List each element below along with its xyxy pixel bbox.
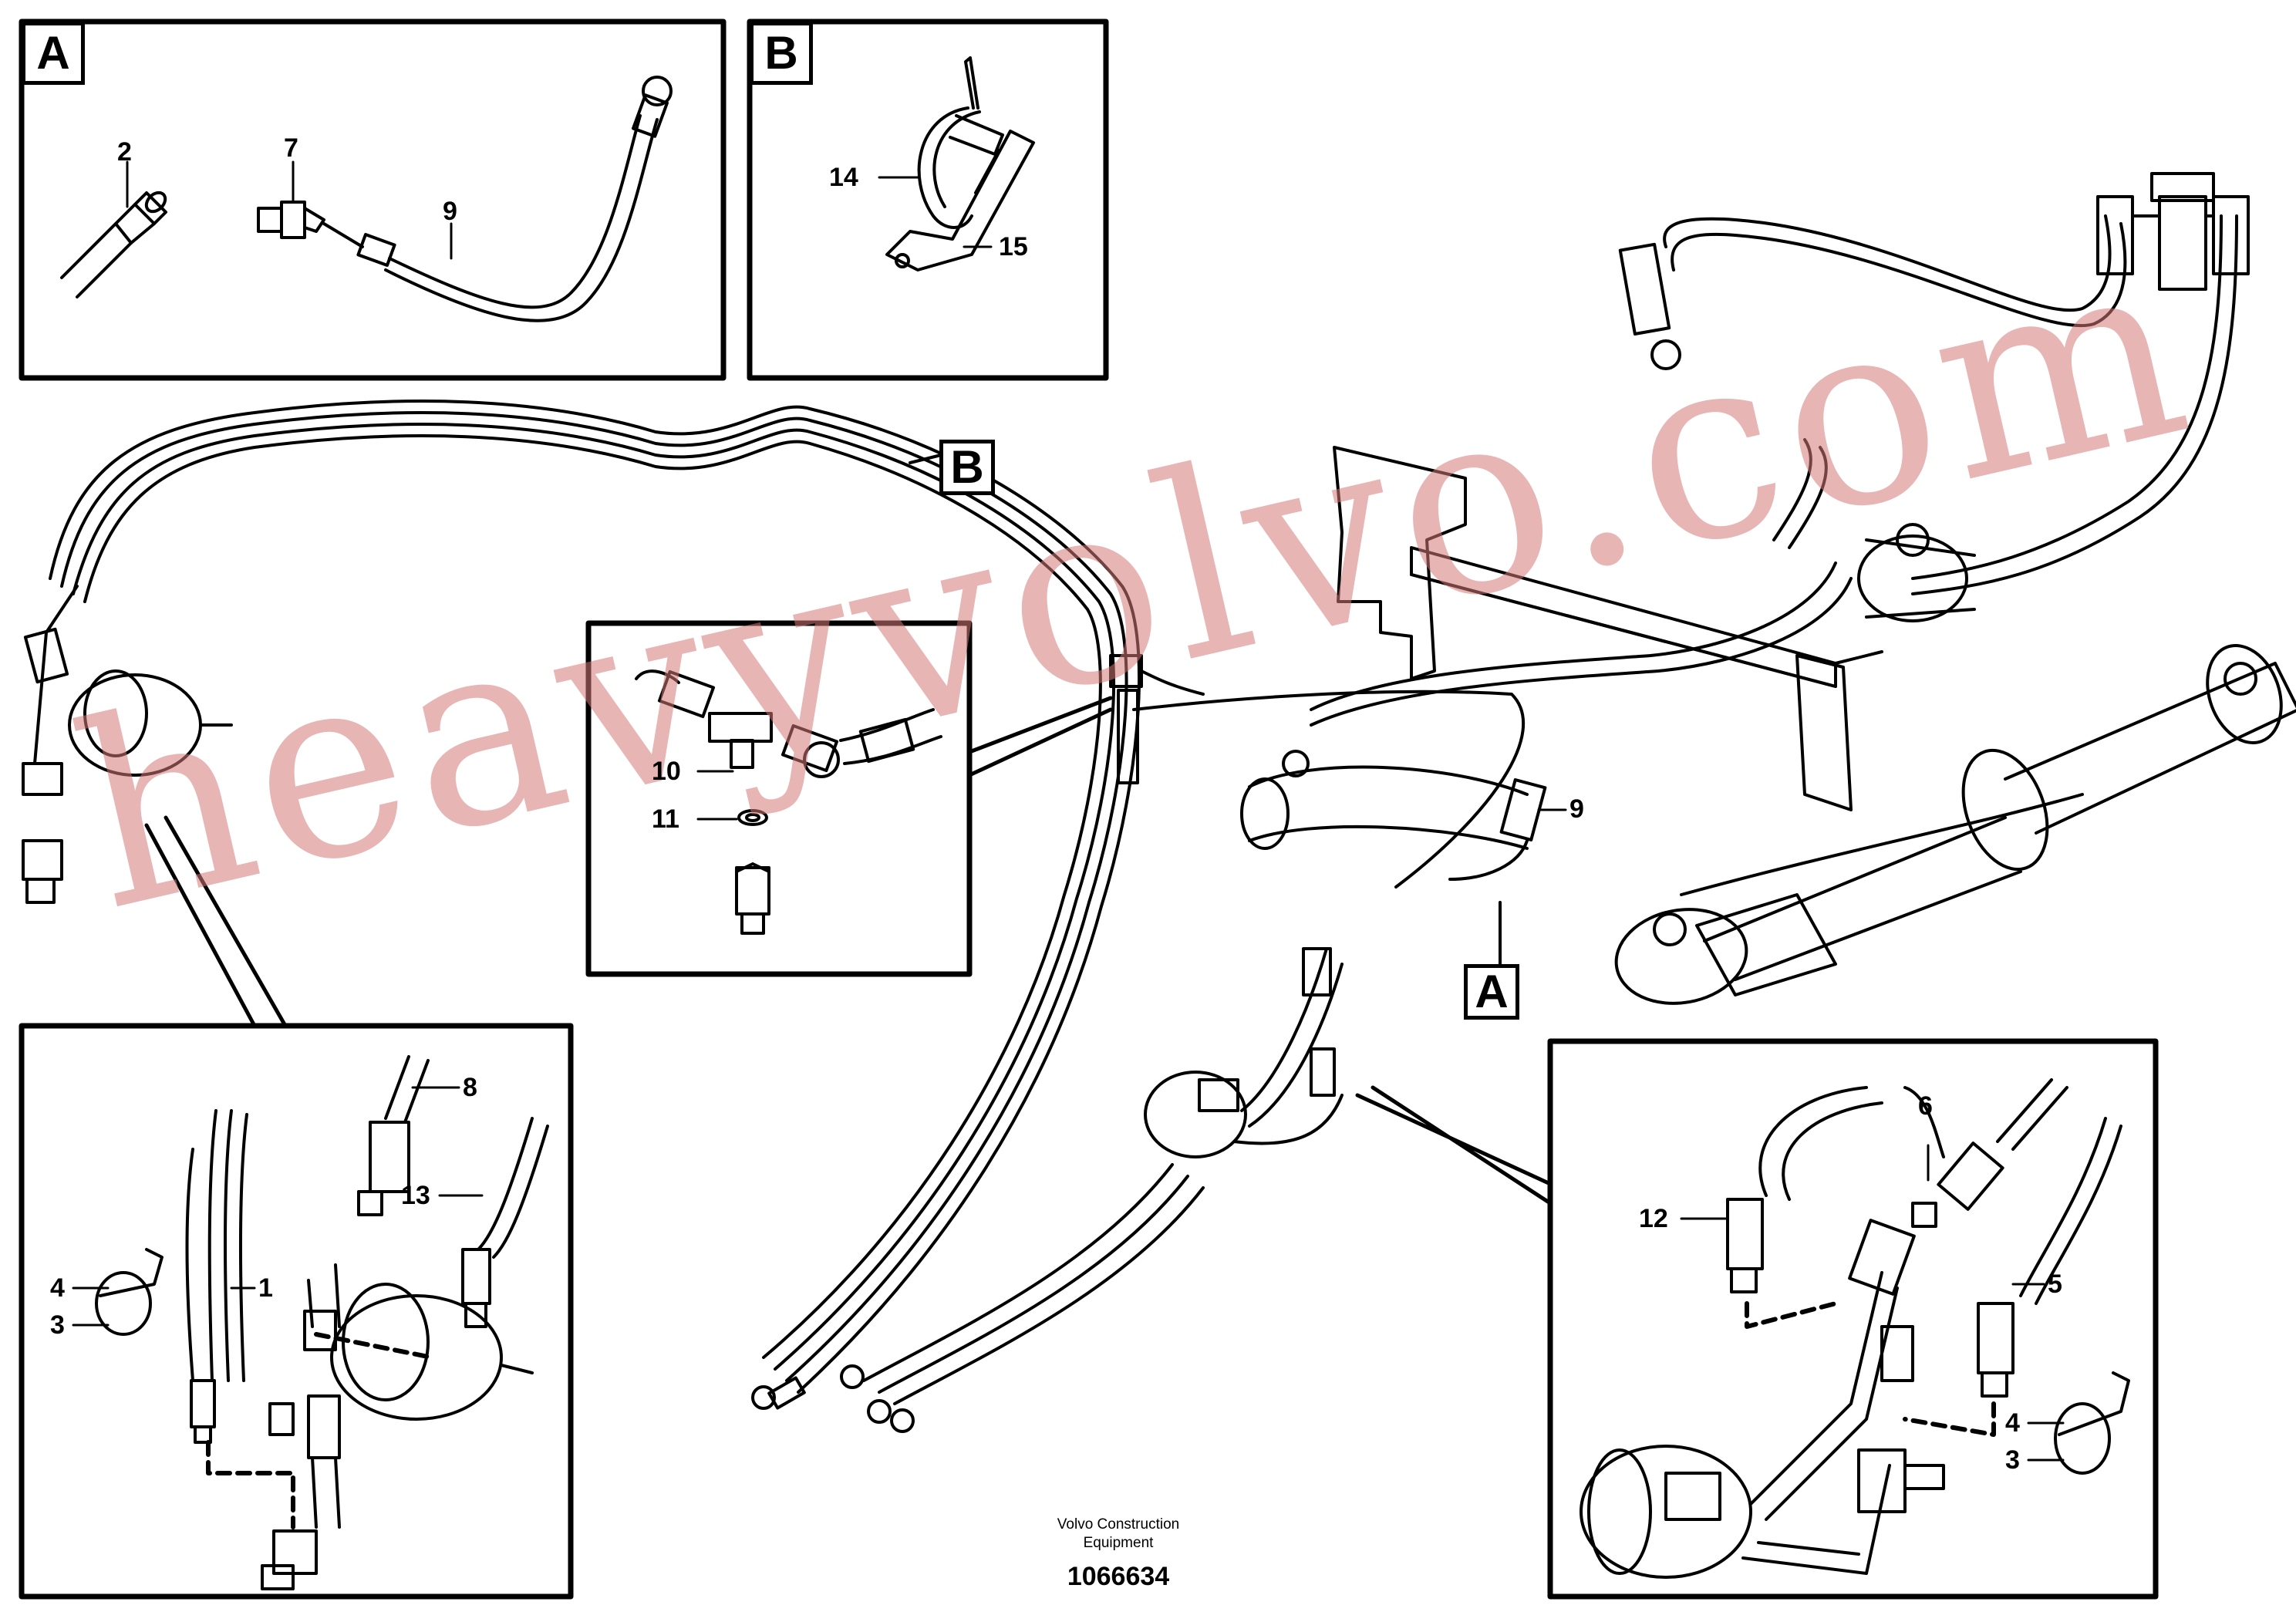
- brake-valve-assembly: [1144, 947, 1344, 1158]
- clamp-part: [917, 56, 1004, 229]
- callout-13: 13: [401, 1181, 430, 1210]
- callout-15: 15: [999, 232, 1028, 261]
- tee-connector-detail: [635, 669, 942, 778]
- callout-8: 8: [463, 1073, 477, 1102]
- tie-strap-detail-right: [2054, 1371, 2130, 1475]
- view-tag-b-detail: B: [750, 22, 813, 85]
- view-tag-b-main: B: [939, 440, 995, 495]
- drawing-number: 1066634: [1067, 1562, 1170, 1591]
- company-line-1: Volvo Construction: [1057, 1516, 1180, 1533]
- callout-2: 2: [117, 137, 132, 167]
- callout-12: 12: [1639, 1204, 1668, 1233]
- accumulator-detail: [261, 1263, 534, 1590]
- washer-detail: [737, 809, 768, 826]
- left-accumulator: [68, 669, 233, 777]
- dashed-link-3: [1745, 1301, 1838, 1329]
- tie-strap-3-4: [95, 1248, 164, 1336]
- callout-10: 10: [652, 757, 681, 786]
- steering-cylinder-right: [1703, 644, 2296, 981]
- detail-box-bottom-right: [1547, 1038, 2159, 1600]
- bracket-part: [885, 130, 1035, 271]
- detail-box-b: [747, 19, 1109, 381]
- axle-tube: [1240, 750, 1529, 850]
- callout-1: 1: [258, 1273, 273, 1303]
- company-name: Volvo Construction Equipment: [995, 1516, 1242, 1553]
- view-tag-a-detail: A: [22, 22, 85, 85]
- dashed-link-4: [1903, 1401, 1996, 1437]
- elbow-fitting-part: [257, 201, 325, 239]
- hose-9-part: [322, 76, 673, 322]
- detail-box-tee: [585, 620, 973, 977]
- hose-9-main: [1448, 778, 1547, 881]
- main-tee-fitting: [1109, 654, 1205, 784]
- pointer-right: [1355, 1085, 1553, 1206]
- bundle-end-fittings: [751, 1364, 915, 1433]
- pivot-cylinder: [1857, 523, 1976, 622]
- callout-3-right: 3: [2005, 1445, 2020, 1475]
- callout-3-left: 3: [50, 1310, 65, 1340]
- callout-11: 11: [652, 804, 679, 834]
- hose-8-part: [357, 1055, 430, 1216]
- connection-hoses: [1132, 438, 1853, 889]
- dashed-link-1: [206, 1440, 295, 1529]
- valve-detail-right: [1580, 1219, 1945, 1579]
- hose-13-part: [461, 1117, 549, 1328]
- callout-4-right: 4: [2005, 1408, 2020, 1438]
- upper-hose-to-filter: [1618, 214, 2238, 595]
- callout-5: 5: [2048, 1270, 2062, 1299]
- dashed-link-2: [314, 1332, 434, 1360]
- hose-end-part: [60, 191, 167, 298]
- adapter-detail: [735, 862, 770, 935]
- pointer-tee: [967, 696, 1113, 777]
- callout-14: 14: [829, 163, 858, 192]
- view-tag-a-main: A: [1464, 964, 1519, 1020]
- filter-unit: [2096, 172, 2250, 291]
- hose-bundle: [49, 400, 1205, 1405]
- callout-7: 7: [284, 133, 298, 163]
- left-fittings: [22, 585, 79, 904]
- detail-box-a: [19, 19, 727, 381]
- steering-cylinder-front: [1614, 793, 2084, 1005]
- pointer-b: [909, 454, 942, 464]
- hose-12-part: [1726, 1086, 1945, 1293]
- company-line-2: Equipment: [1083, 1535, 1154, 1551]
- detail-box-bottom-left: [19, 1023, 574, 1600]
- pointer-left: [144, 815, 288, 1028]
- hose-6-part: [1911, 1078, 2068, 1228]
- frame-beam: [1333, 446, 1883, 811]
- callout-9-detail: 9: [443, 197, 457, 226]
- callout-6: 6: [1918, 1091, 1933, 1121]
- callout-4-left: 4: [50, 1273, 65, 1303]
- hose-5-part: [1977, 1117, 2122, 1398]
- callout-9-main: 9: [1569, 794, 1584, 824]
- hose-1-part: [185, 1109, 248, 1444]
